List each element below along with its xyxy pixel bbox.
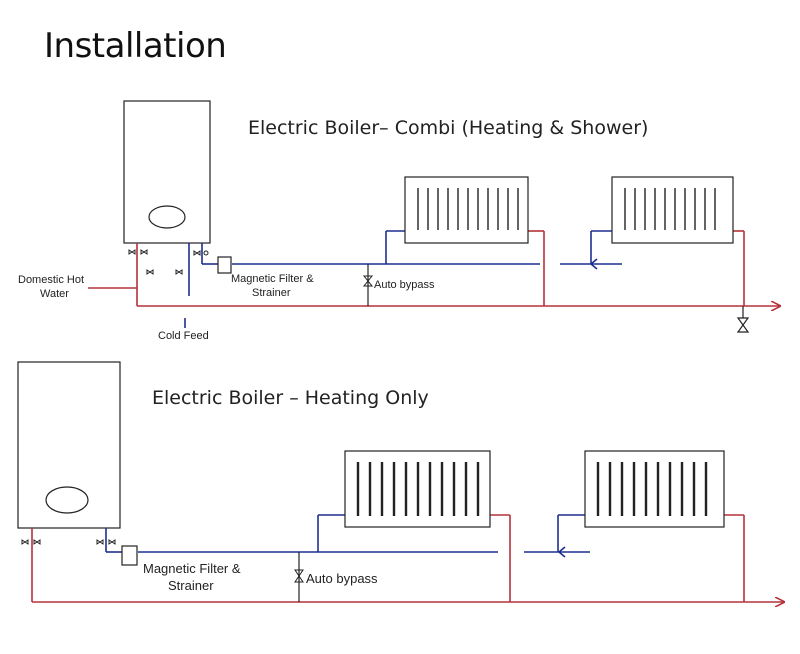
heating-boiler-window xyxy=(45,486,89,514)
cold-feed-label: Cold Feed xyxy=(158,330,209,342)
heating-radiator-2 xyxy=(584,450,725,528)
heating-radiator-1 xyxy=(344,450,491,528)
combi-return-pipe xyxy=(184,230,622,328)
heating-auto-bypass-label: Auto bypass xyxy=(306,571,378,586)
heating-magnetic-filter xyxy=(121,545,138,566)
heating-valve-icon xyxy=(21,539,116,545)
combi-boiler xyxy=(123,100,211,244)
combi-magnetic-filter xyxy=(217,256,232,274)
heating-only-heading: Electric Boiler – Heating Only xyxy=(152,387,429,409)
combi-boiler-window xyxy=(148,205,186,229)
combi-radiator-2 xyxy=(611,176,734,244)
combi-auto-bypass-label: Auto bypass xyxy=(374,279,435,291)
combi-valve-icon xyxy=(128,249,209,275)
combi-radiator-1 xyxy=(404,176,529,244)
heating-filter-label-line1: Magnetic Filter & xyxy=(143,561,241,576)
heating-return-pipe xyxy=(105,514,590,558)
combi-filter-label-line2: Strainer xyxy=(252,287,291,299)
combi-diagram: Electric Boiler– Combi (Heating & Shower… xyxy=(18,100,780,342)
domestic-hot-water-label-line1: Domestic Hot xyxy=(18,274,84,286)
combi-filter-label-line1: Magnetic Filter & xyxy=(231,273,314,285)
combi-heading: Electric Boiler– Combi (Heating & Shower… xyxy=(248,117,648,139)
heating-boiler xyxy=(17,361,121,529)
heating-only-diagram: Electric Boiler – Heating Only xyxy=(17,361,784,602)
combi-flow-pipe xyxy=(88,230,780,306)
domestic-hot-water-label-line2: Water xyxy=(40,288,69,300)
heating-flow-pipe xyxy=(31,514,784,602)
combi-drain-valve-icon xyxy=(736,317,750,333)
combi-bypass-valve-icon xyxy=(362,275,374,287)
heating-bypass-valve-icon xyxy=(294,569,304,583)
heating-filter-label-line2: Strainer xyxy=(168,578,214,593)
page-title: Installation xyxy=(44,26,227,66)
